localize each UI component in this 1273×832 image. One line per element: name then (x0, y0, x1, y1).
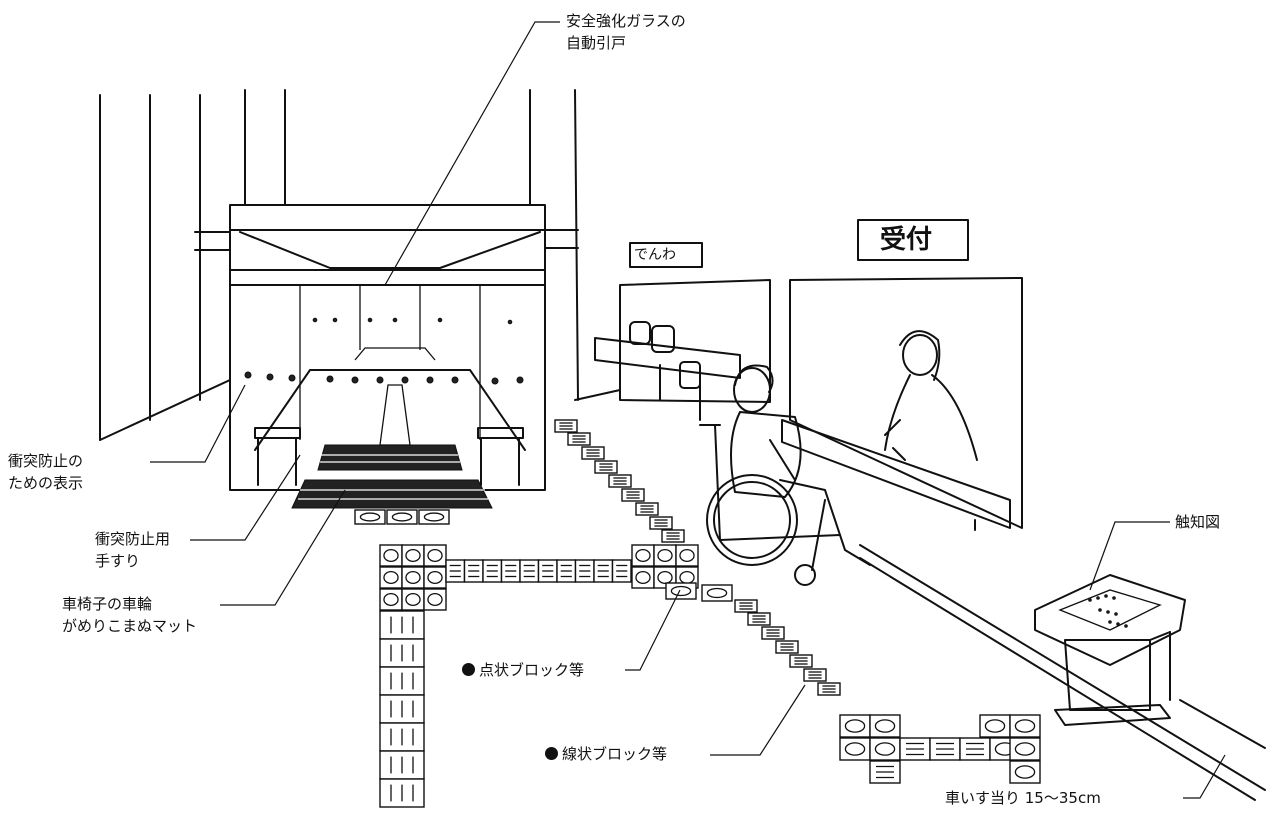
dot-block-text: 点状ブロック等 (479, 661, 585, 679)
dot-block-tile (631, 544, 655, 567)
dot-block-mark (427, 592, 443, 607)
dot-block-label: 点状ブロック等 (462, 659, 584, 681)
dot-block-mark (1014, 765, 1036, 779)
dot-block-tile (839, 714, 871, 738)
dot-block-mark (844, 742, 866, 756)
bumper-label: 車いす当り 15〜35cm (945, 789, 1101, 807)
dot-block-tile (1009, 737, 1041, 761)
dot-block-mark (1014, 742, 1036, 756)
dot-block-tile (354, 509, 386, 525)
line-block-tile (379, 722, 425, 752)
collision-display-label-line1: 衝突防止の (8, 452, 84, 470)
telephone-icon (629, 321, 701, 389)
dot-block-mark (1014, 719, 1036, 733)
dot-block-tile (423, 566, 447, 589)
collision-display-label: 衝突防止の ための表示 (8, 450, 83, 494)
tactile-map-label: 触知図 (1175, 513, 1221, 531)
dot-block-mark (383, 548, 399, 563)
dot-block-tile (401, 566, 425, 589)
dot-block-mark (405, 592, 421, 607)
dot-block-mark (635, 570, 651, 585)
glass-door-label-line1: 安全強化ガラスの (566, 12, 686, 30)
dot-block-mark (706, 587, 728, 599)
wheel-mat (291, 444, 493, 509)
glass-door-label: 安全強化ガラスの 自動引戸 (566, 10, 686, 54)
dot-block-mark (657, 570, 673, 585)
dot-block-tile (701, 584, 733, 602)
wheel-mat-label-line1: 車椅子の車輪 (62, 595, 153, 613)
dot-block-tile (869, 714, 901, 738)
dot-block-tile (653, 544, 677, 567)
dot-block-tile (379, 588, 403, 611)
dot-block-tile (401, 588, 425, 611)
dot-block-tile (631, 566, 655, 589)
tactile-map-stand (1034, 574, 1186, 726)
dot-block-tile (401, 544, 425, 567)
collision-handrail-label: 衝突防止用 手すり (95, 528, 170, 572)
collision-display-label-line2: ための表示 (8, 474, 84, 492)
dot-block-tile (379, 544, 403, 567)
dot-block-tile (839, 737, 871, 761)
line-block-text: 線状ブロック等 (562, 745, 668, 763)
dot-block-mark (844, 719, 866, 733)
telephone-sign: でんわ (634, 247, 676, 263)
line-block-label: 線状ブロック等 (545, 743, 667, 765)
dot-block-mark (657, 548, 673, 563)
building-walls (99, 89, 621, 441)
wheel-mat-label: 車椅子の車輪 がめりこまぬマット (62, 593, 197, 637)
dot-block-tile (665, 582, 697, 600)
dot-block-tile (418, 509, 450, 525)
dot-block-mark (423, 512, 445, 522)
dot-block-mark (405, 548, 421, 563)
dot-block-mark (427, 570, 443, 585)
collision-handrail-label-line1: 衝突防止用 (95, 530, 171, 548)
dot-block-mark (984, 719, 1006, 733)
bullet-icon (462, 663, 475, 676)
dot-block-tile (979, 714, 1011, 738)
dot-block-tile (379, 566, 403, 589)
dot-block-mark (383, 570, 399, 585)
leader-lines (150, 21, 1226, 799)
glass-door-label-line2: 自動引戸 (566, 34, 627, 52)
tactile-paving (354, 419, 1041, 808)
telephone-booth (594, 242, 771, 421)
dot-block-mark (635, 548, 651, 563)
wall-bumper (859, 544, 1266, 801)
wheel-mat-label-line2: がめりこまぬマット (62, 617, 198, 635)
reception-window (781, 219, 1023, 531)
dot-block-tile (423, 544, 447, 567)
dot-block-tile (1009, 760, 1041, 784)
dot-block-tile (675, 544, 699, 567)
glass-door (229, 204, 546, 509)
dot-block-mark (670, 585, 692, 597)
dot-block-mark (874, 719, 896, 733)
dot-block-tile (1009, 714, 1041, 738)
dot-block-mark (679, 548, 695, 563)
braille-dots (1088, 594, 1128, 628)
dot-block-tile (386, 509, 418, 525)
dot-block-tile (423, 588, 447, 611)
dot-block-mark (359, 512, 381, 522)
wheelchair-user (699, 364, 871, 586)
dot-block-mark (391, 512, 413, 522)
dot-block-mark (427, 548, 443, 563)
dot-block-mark (874, 742, 896, 756)
bullet-icon (545, 747, 558, 760)
collision-dots (244, 317, 524, 385)
dot-block-mark (383, 592, 399, 607)
collision-handrail-label-line2: 手すり (95, 552, 141, 570)
receptionist-figure (884, 330, 978, 461)
dot-block-tile (869, 737, 901, 761)
dot-block-mark (405, 570, 421, 585)
reception-sign: 受付 (880, 225, 933, 255)
